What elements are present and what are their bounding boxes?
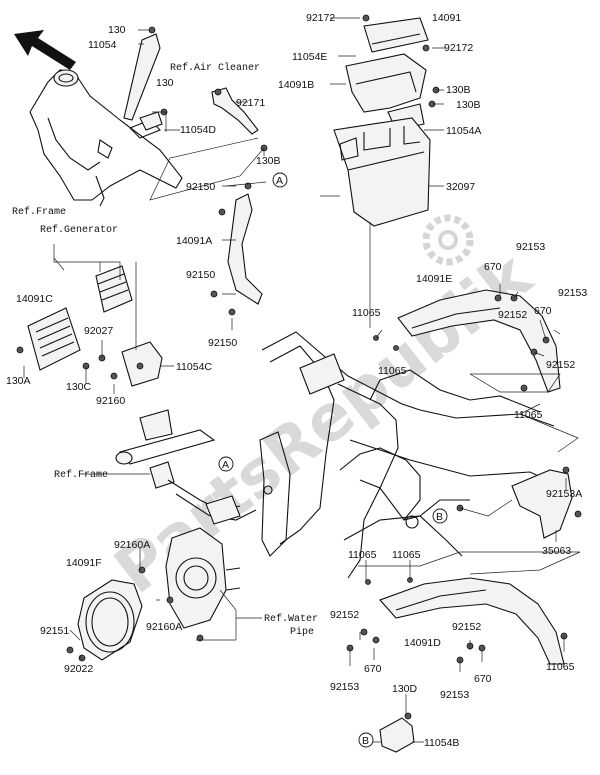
bracket-11054B bbox=[379, 712, 415, 753]
part-label: 11065 bbox=[392, 549, 421, 561]
main-frame bbox=[259, 331, 561, 579]
part-label: 92153 bbox=[440, 689, 469, 701]
regulator bbox=[95, 265, 133, 313]
fender-cover-14091D bbox=[346, 577, 568, 665]
part-label: 92153 bbox=[330, 681, 359, 693]
part-label: 14091D bbox=[404, 637, 441, 649]
engine-mount bbox=[115, 409, 257, 525]
bracket-92171 bbox=[211, 87, 268, 152]
part-label: 11054 bbox=[88, 39, 117, 51]
part-label: 130A bbox=[6, 375, 31, 387]
bracket-14091A bbox=[210, 182, 263, 316]
bracket-11054C bbox=[82, 341, 163, 387]
part-label: 92150 bbox=[186, 181, 215, 193]
part-label: 92153 bbox=[516, 241, 545, 253]
part-label: 14091E bbox=[416, 273, 452, 285]
front-direction-arrow-icon bbox=[14, 30, 76, 70]
part-label: 11065 bbox=[546, 661, 575, 673]
part-label: 92152 bbox=[498, 309, 527, 321]
part-label: 11054B bbox=[424, 737, 459, 749]
part-label: 92172 bbox=[444, 42, 473, 54]
part-label: 92160 bbox=[96, 395, 125, 407]
part-label: 11065 bbox=[378, 365, 407, 377]
fender-cover-14091E bbox=[373, 289, 561, 393]
part-label: 92150 bbox=[186, 269, 215, 281]
part-label: 92152 bbox=[452, 621, 481, 633]
part-label: 670 bbox=[484, 261, 502, 273]
part-label: 670 bbox=[474, 673, 492, 685]
part-label: 92153 bbox=[558, 287, 587, 299]
part-label: 11054C bbox=[176, 361, 212, 373]
bracket-11054 bbox=[123, 26, 161, 121]
ref-water-pipe-line2: Pipe bbox=[290, 626, 314, 638]
ref-frame-top: Ref.Frame bbox=[12, 206, 66, 218]
part-label: 130C bbox=[66, 381, 92, 393]
upper-frame-section bbox=[29, 69, 183, 207]
part-label: 35063 bbox=[542, 545, 571, 557]
cover-14091F bbox=[66, 579, 143, 662]
ref-frame-mid: Ref.Frame bbox=[54, 469, 108, 481]
part-label: 130B bbox=[456, 99, 481, 111]
bracket-35063 bbox=[456, 466, 582, 539]
part-label: 92152 bbox=[546, 359, 575, 371]
part-label: 130D bbox=[392, 683, 418, 695]
watermark-gear-icon bbox=[422, 214, 474, 266]
part-label: 92171 bbox=[236, 97, 265, 109]
part-label: 14091A bbox=[176, 235, 212, 247]
part-labels: 130 11054 130 11054D 92171 130B 92172 14… bbox=[6, 12, 587, 749]
part-label: 14091F bbox=[66, 557, 102, 569]
part-label: 130 bbox=[156, 77, 174, 89]
part-label: 14091C bbox=[16, 293, 53, 305]
ref-water-pipe-line1: Ref.Water bbox=[264, 613, 318, 625]
svg-text:A: A bbox=[276, 175, 283, 187]
part-label: 92027 bbox=[84, 325, 113, 337]
part-label: 92150 bbox=[208, 337, 237, 349]
part-label: 11054E bbox=[292, 51, 327, 63]
part-label: 130B bbox=[446, 84, 471, 96]
part-label: 11065 bbox=[352, 307, 381, 319]
battery-cover-14091 bbox=[362, 14, 430, 53]
part-label: 92151 bbox=[40, 625, 69, 637]
svg-text:A: A bbox=[222, 459, 229, 471]
part-label: 32097 bbox=[446, 181, 475, 193]
callout-b-bottom: B bbox=[358, 732, 374, 748]
svg-text:B: B bbox=[362, 735, 369, 747]
battery-case-32097 bbox=[333, 117, 431, 227]
svg-text:B: B bbox=[436, 511, 443, 523]
ref-air-cleaner: Ref.Air Cleaner bbox=[170, 62, 260, 74]
part-label: 92153A bbox=[546, 488, 582, 500]
part-label: 14091 bbox=[432, 12, 461, 24]
part-label: 92172 bbox=[306, 12, 335, 24]
part-label: 11054D bbox=[180, 124, 216, 136]
bracket-11054D bbox=[139, 108, 168, 131]
part-label: 130 bbox=[108, 24, 126, 36]
part-label: 11065 bbox=[348, 549, 377, 561]
battery-holder-14091B bbox=[345, 53, 440, 131]
callout-a-mid: A bbox=[218, 456, 234, 472]
part-label: 92160A bbox=[146, 621, 182, 633]
part-label: 92022 bbox=[64, 663, 93, 675]
leader-lines bbox=[23, 17, 581, 743]
part-label: 11065 bbox=[514, 409, 543, 421]
part-label: 11054A bbox=[446, 125, 481, 137]
water-pump bbox=[138, 527, 241, 642]
callout-b-mid: B bbox=[432, 508, 448, 524]
part-label: 670 bbox=[534, 305, 552, 317]
part-label: 92160A bbox=[114, 539, 150, 551]
regulator-cover-14091C bbox=[16, 307, 81, 371]
callout-a-top: A bbox=[272, 172, 288, 188]
part-label: 14091B bbox=[278, 79, 314, 91]
part-label: 670 bbox=[364, 663, 382, 675]
part-label: 92152 bbox=[330, 609, 359, 621]
part-label: 130B bbox=[256, 155, 281, 167]
ref-generator: Ref.Generator bbox=[40, 224, 118, 236]
